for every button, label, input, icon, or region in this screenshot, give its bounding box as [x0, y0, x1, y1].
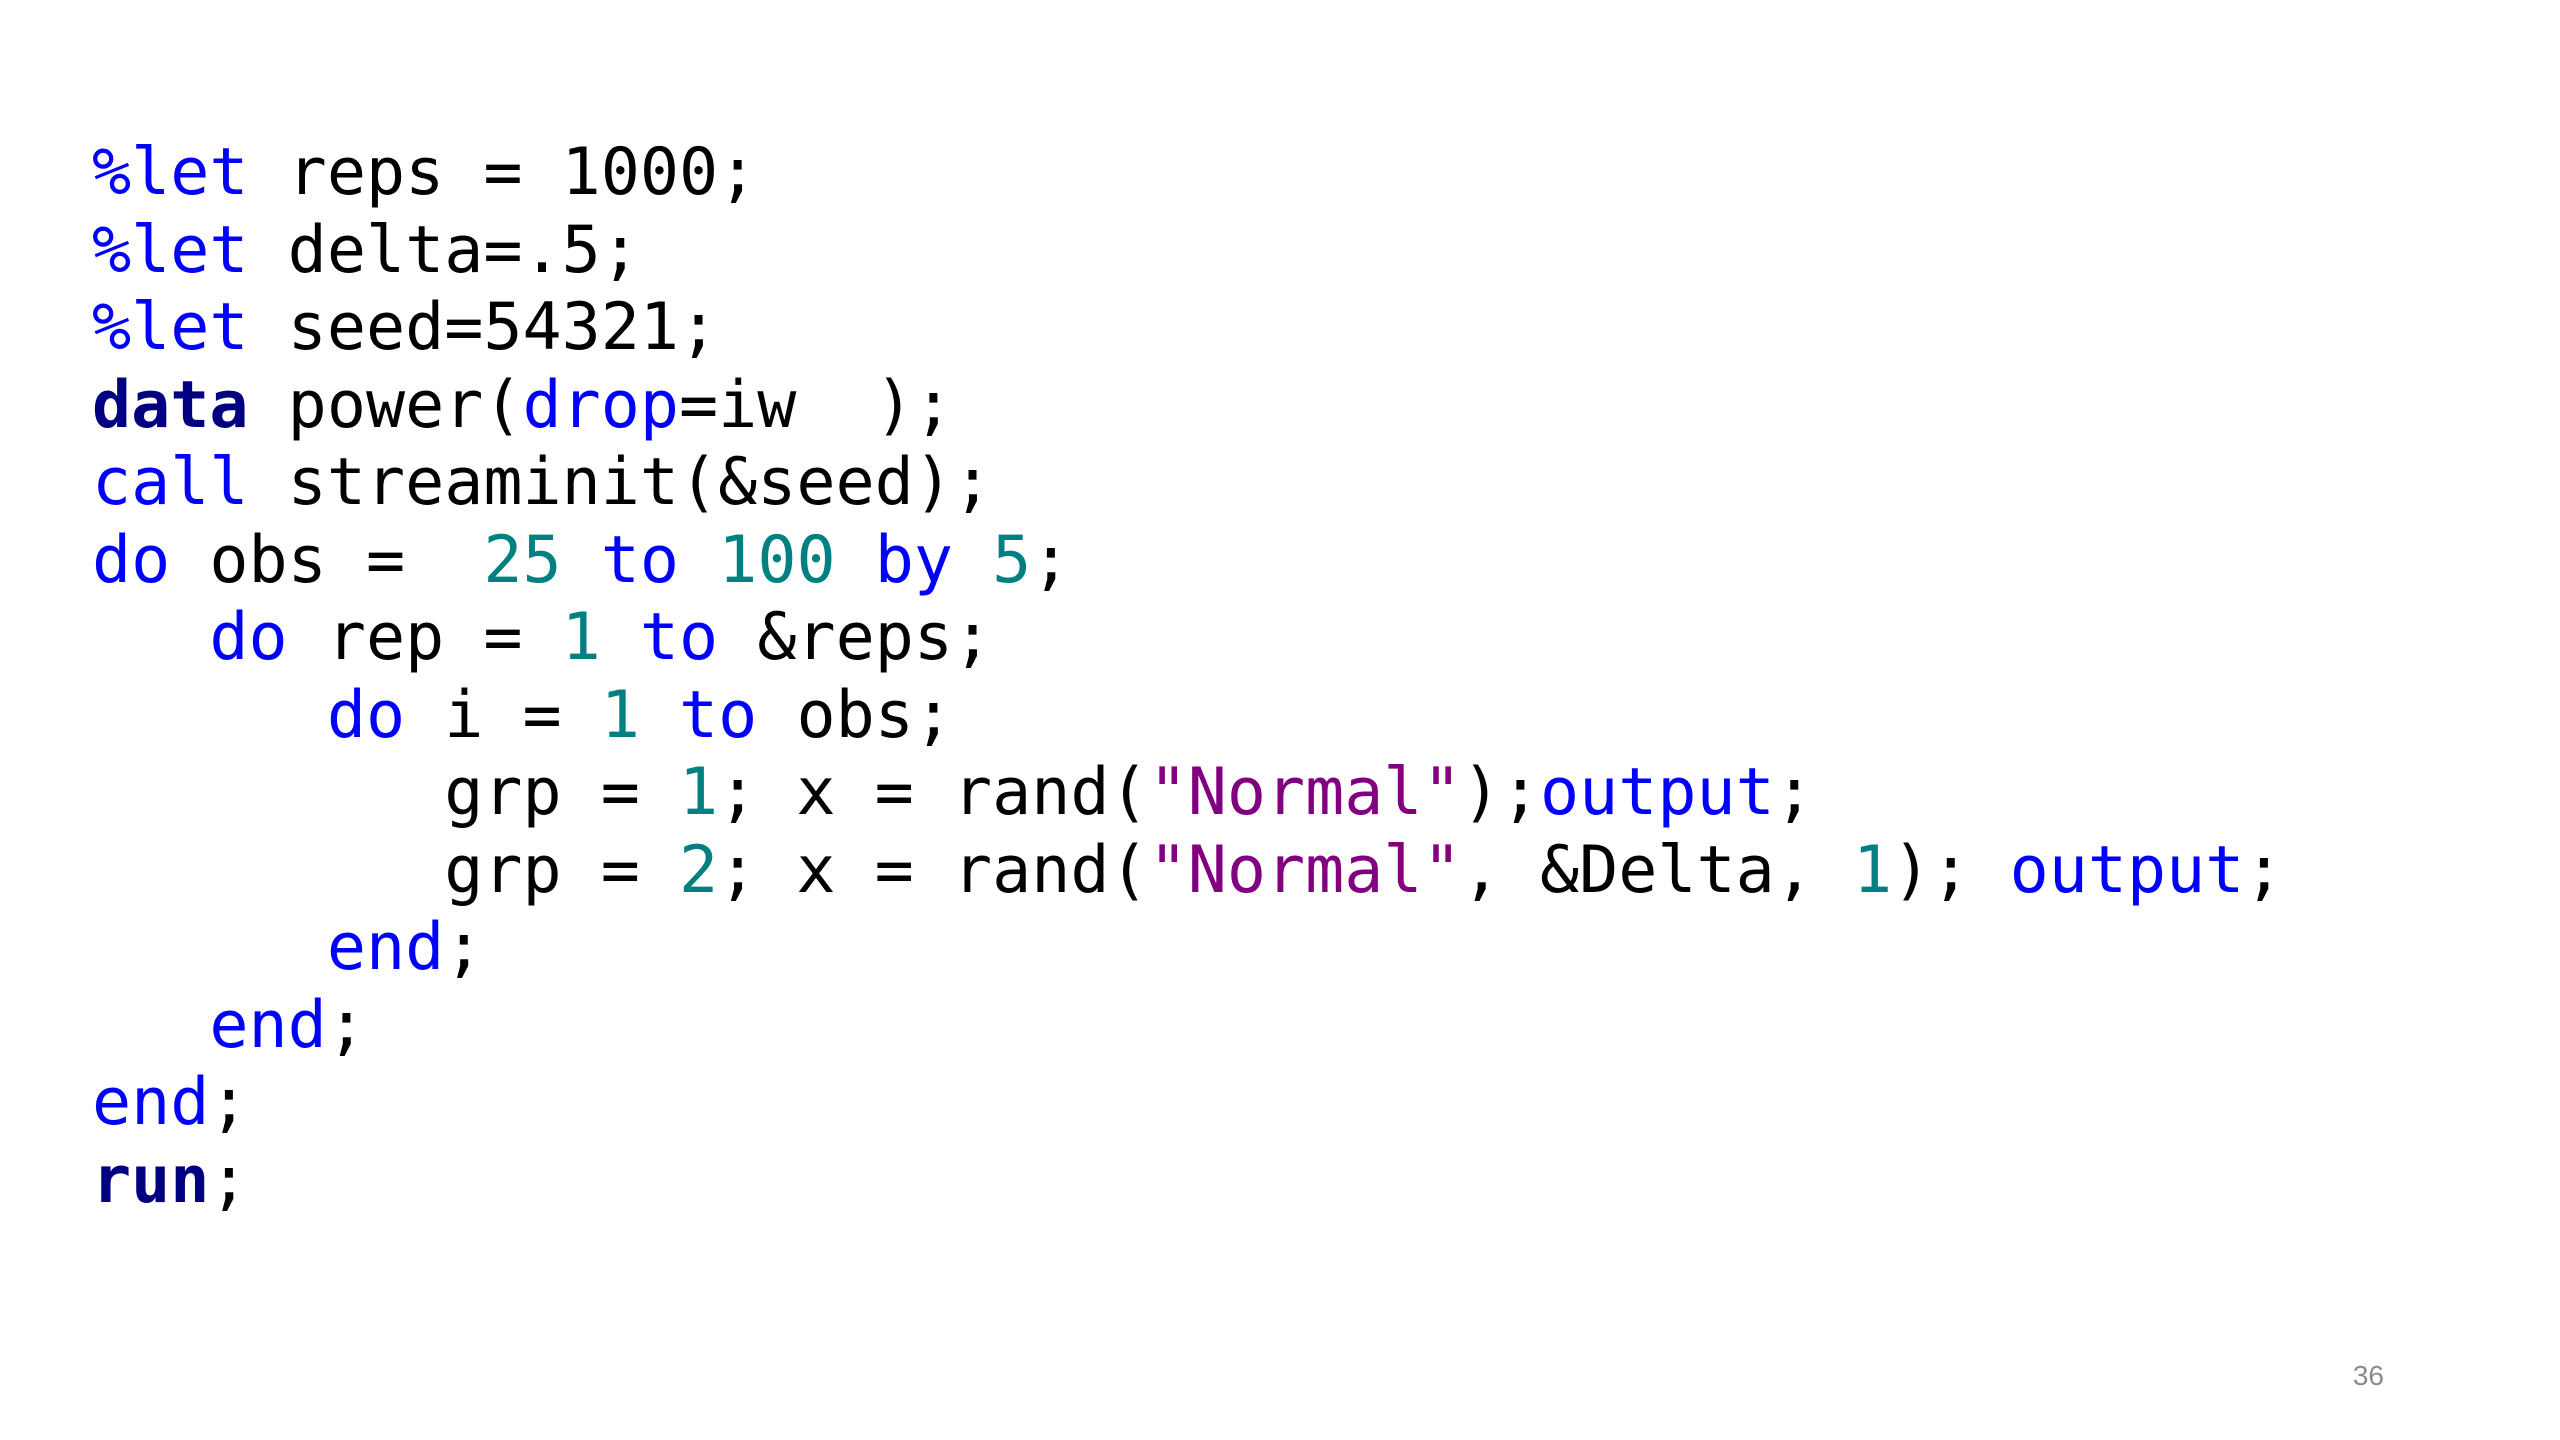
code-text-token: , &Delta, [1461, 832, 1854, 908]
code-text-token: seed=54321; [248, 290, 719, 365]
code-line: end; [92, 909, 2284, 987]
code-text-token: ; [209, 1142, 249, 1218]
keyword-token: end [92, 1065, 210, 1140]
code-text-token: ; [326, 987, 366, 1063]
number-token: 1 [561, 600, 601, 675]
code-text-token: grp = [92, 832, 679, 908]
keyword-token: drop [522, 367, 680, 443]
code-line: end; [92, 1064, 2284, 1142]
keyword-token: call [92, 445, 249, 520]
code-text-token [679, 523, 718, 598]
code-text-token [562, 523, 601, 598]
code-text-token: =iw ); [679, 367, 953, 443]
code-text-token [92, 678, 327, 753]
code-text-token: ; [209, 1065, 249, 1140]
string-token: "Normal" [1148, 755, 1462, 830]
code-text-token: obs = [170, 522, 484, 598]
code-line: %let seed=54321; [92, 289, 2284, 367]
keyword-token: to [600, 522, 680, 598]
keyword-token: end [326, 910, 445, 985]
code-text-token: ; x = rand( [718, 755, 1149, 830]
keyword-token: %let [92, 135, 249, 210]
keyword-token: by [874, 522, 954, 598]
code-line: data power(drop=iw ); [92, 367, 2284, 445]
code-text-token: ; [2244, 832, 2284, 908]
code-line: %let delta=.5; [92, 212, 2284, 290]
code-text-token: delta=.5; [248, 212, 640, 288]
page-number: 36 [2352, 1360, 2384, 1391]
code-line: grp = 2; x = rand("Normal", &Delta, 1); … [92, 832, 2284, 910]
code-line: do rep = 1 to &reps; [92, 599, 2284, 677]
keyword-token: output [1539, 755, 1775, 830]
statement-keyword-token: data [92, 367, 249, 443]
keyword-token: end [209, 987, 327, 1063]
number-token: 100 [718, 522, 836, 598]
number-token: 5 [992, 522, 1032, 598]
code-text-token: &reps; [718, 600, 993, 675]
code-text-token [92, 910, 327, 985]
code-text-token: grp = [92, 755, 679, 830]
code-line: do i = 1 to obs; [92, 677, 2284, 755]
code-text-token: obs; [757, 677, 953, 753]
code-text-token [601, 600, 640, 675]
keyword-token: %let [92, 290, 249, 365]
number-token: 1 [679, 755, 719, 830]
code-text-token: ; [444, 910, 484, 985]
code-line: do obs = 25 to 100 by 5; [92, 522, 2284, 600]
code-text-token: ; x = rand( [718, 832, 1149, 908]
code-text-token [92, 988, 209, 1063]
code-text-token: power( [248, 367, 523, 443]
statement-keyword-token: run [92, 1142, 210, 1218]
code-text-token: reps = 1000; [248, 135, 758, 210]
code-text-token: streaminit(&seed); [248, 445, 993, 520]
code-text-token [92, 600, 209, 675]
code-text-token [836, 523, 875, 598]
code-block: %let reps = 1000;%let delta=.5;%let seed… [92, 134, 2284, 1219]
code-line: end; [92, 987, 2284, 1065]
number-token: 25 [483, 522, 562, 598]
keyword-token: do [92, 522, 171, 598]
number-token: 2 [679, 832, 719, 908]
code-text-token: rep = [287, 600, 562, 675]
string-token: "Normal" [1148, 832, 1462, 908]
code-line: run; [92, 1142, 2284, 1220]
code-line: call streaminit(&seed); [92, 444, 2284, 522]
keyword-token: output [2009, 832, 2245, 908]
code-line: grp = 1; x = rand("Normal");output; [92, 754, 2284, 832]
number-token: 1 [1853, 832, 1893, 908]
code-text-token: ); [1892, 832, 2010, 908]
code-text-token: ; [1774, 755, 1814, 830]
keyword-token: %let [92, 212, 249, 288]
keyword-token: do [326, 677, 406, 753]
code-line: %let reps = 1000; [92, 134, 2284, 212]
keyword-token: do [209, 600, 288, 675]
code-text-token [953, 523, 992, 598]
keyword-token: to [679, 677, 758, 753]
keyword-token: to [639, 600, 719, 675]
code-text-token: ; [1031, 522, 1071, 598]
code-text-token: ); [1461, 755, 1540, 830]
code-text-token: i = [405, 677, 601, 753]
number-token: 1 [600, 677, 640, 753]
code-text-token [640, 678, 679, 753]
